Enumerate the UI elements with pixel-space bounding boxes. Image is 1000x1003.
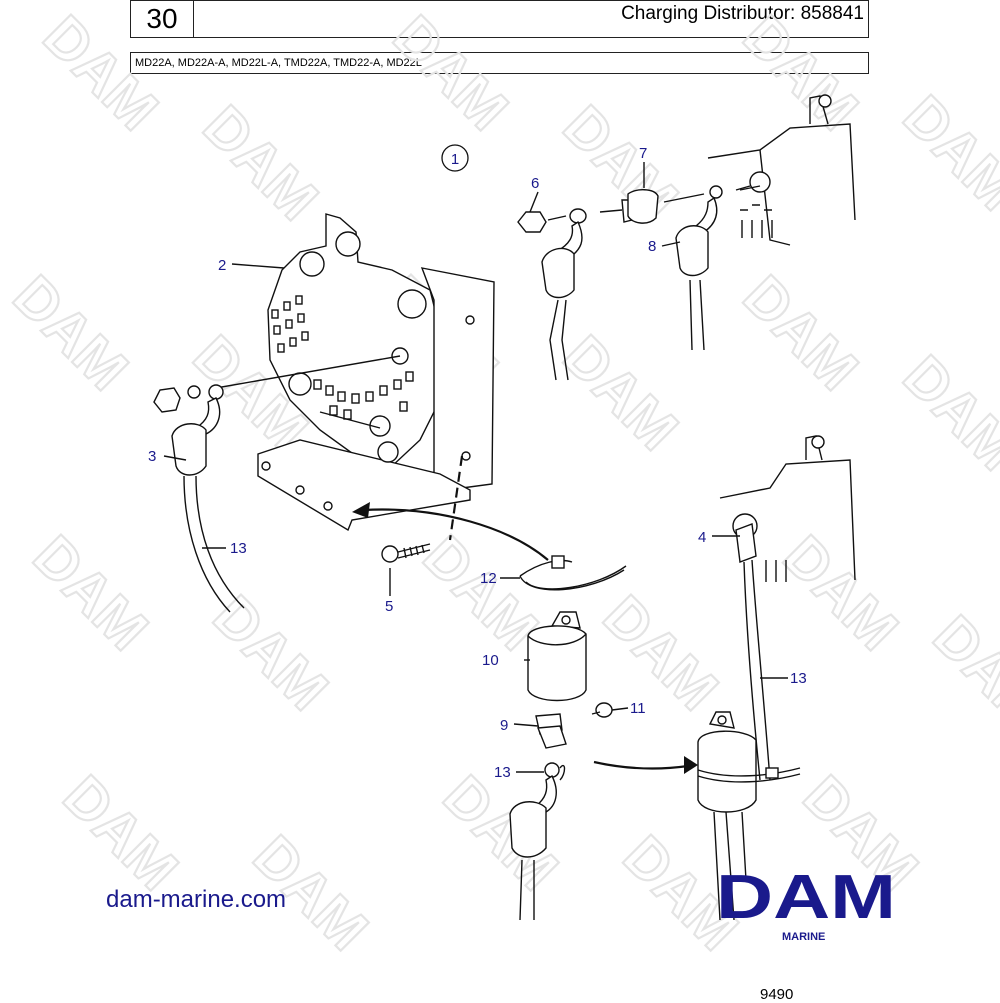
- callout-5: 5: [385, 598, 393, 615]
- screw: [381, 543, 431, 563]
- terminal-assembly-bottom: [509, 762, 566, 921]
- watermark: DAM: [191, 93, 330, 232]
- callout-2: 2: [218, 257, 226, 274]
- model-list: MD22A, MD22A-A, MD22L-A, TMD22A, TMD22-A…: [130, 52, 869, 74]
- watermark: DAM: [591, 583, 730, 722]
- assembly-arrowhead: [352, 502, 370, 518]
- callout-12: 12: [480, 570, 497, 587]
- watermark: DAM: [381, 3, 520, 142]
- callout-11: 11: [630, 700, 646, 717]
- callout-13-left: 13: [230, 540, 247, 557]
- watermark: DAM: [1, 263, 140, 402]
- watermark: DAM: [21, 523, 160, 662]
- watermark-layer: DAM DAM DAM DAM DAM DAM DAM DAM DAM DAM …: [0, 2, 1000, 964]
- dam-marine-logo: DAM MARINE: [716, 863, 896, 943]
- terminal-assembly-left: [153, 384, 245, 613]
- logo-subtitle: MARINE: [782, 931, 825, 943]
- watermark: DAM: [921, 603, 1000, 742]
- watermark: DAM: [551, 323, 690, 462]
- page-title: Charging Distributor: 858841: [194, 0, 869, 38]
- callout-13-right: 13: [790, 670, 807, 687]
- cable-tie: [519, 555, 627, 591]
- website-link[interactable]: dam-marine.com: [106, 886, 287, 913]
- page-number: 30: [130, 0, 194, 38]
- watermark: DAM: [51, 763, 190, 902]
- watermark: DAM: [731, 3, 870, 142]
- callout-13-bottom: 13: [494, 764, 511, 781]
- terminal-assembly-top: [517, 185, 751, 381]
- suppressor-capacitor: [527, 611, 587, 702]
- install-arrowhead: [684, 756, 698, 774]
- distributor-plate: [215, 213, 495, 541]
- group-marker-label: 1: [451, 151, 459, 168]
- installed-suppressor: [697, 711, 801, 921]
- watermark: DAM: [771, 523, 910, 662]
- callout-6: 6: [531, 175, 539, 192]
- clip: [535, 702, 613, 749]
- callout-3: 3: [148, 448, 156, 465]
- watermark: DAM: [201, 583, 340, 722]
- callout-8: 8: [648, 238, 656, 255]
- alternator-housing-top: [707, 94, 856, 246]
- leader-lines: [163, 162, 788, 773]
- callout-10: 10: [482, 652, 499, 669]
- callout-4: 4: [698, 529, 706, 546]
- install-arrow: [593, 760, 689, 770]
- logo-text: DAM: [716, 863, 896, 932]
- callout-9: 9: [500, 717, 508, 734]
- callout-7: 7: [639, 145, 647, 162]
- watermark: DAM: [731, 263, 870, 402]
- watermark: DAM: [31, 3, 170, 142]
- alternator-housing-bottom: [719, 435, 856, 781]
- assembly-arrow: [363, 508, 549, 561]
- figure-number: 9490: [760, 986, 794, 1003]
- watermark: DAM: [891, 83, 1000, 222]
- watermark: DAM: [891, 343, 1000, 482]
- group-marker: 1: [441, 144, 469, 172]
